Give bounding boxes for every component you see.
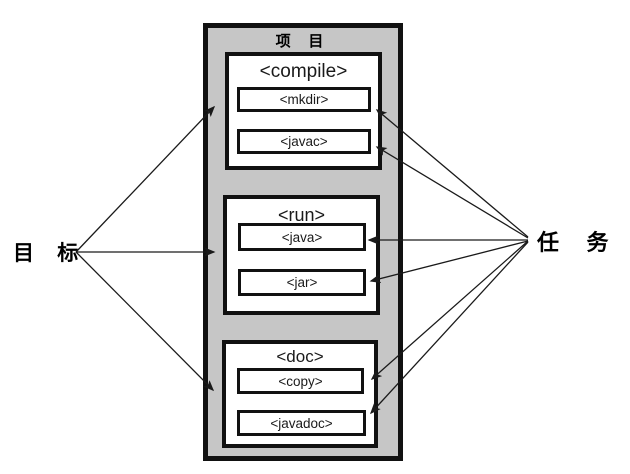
arrow-target-to-doc xyxy=(75,251,215,392)
task-box-mkdir: <mkdir> xyxy=(237,87,371,112)
target-title-run: <run> xyxy=(277,205,326,225)
target-title-doc: <doc> xyxy=(276,347,324,366)
task-box-javac: <javac> xyxy=(237,129,371,154)
target-box-run: <run> <java> <jar> xyxy=(223,195,380,315)
project-title: 项 目 xyxy=(275,34,331,50)
targets-label: 目 标 xyxy=(13,241,88,265)
target-box-compile: <compile> <mkdir> <javac> xyxy=(225,52,382,170)
task-box-javadoc: <javadoc> xyxy=(237,410,366,436)
task-box-copy: <copy> xyxy=(237,368,364,394)
task-box-java: <java> xyxy=(238,223,366,251)
task-box-jar: <jar> xyxy=(238,269,366,296)
target-box-doc: <doc> <copy> <javadoc> xyxy=(222,340,378,448)
arrow-target-to-compile xyxy=(75,105,216,253)
tasks-label: 任 务 xyxy=(537,230,620,255)
target-title-compile: <compile> xyxy=(259,61,348,82)
